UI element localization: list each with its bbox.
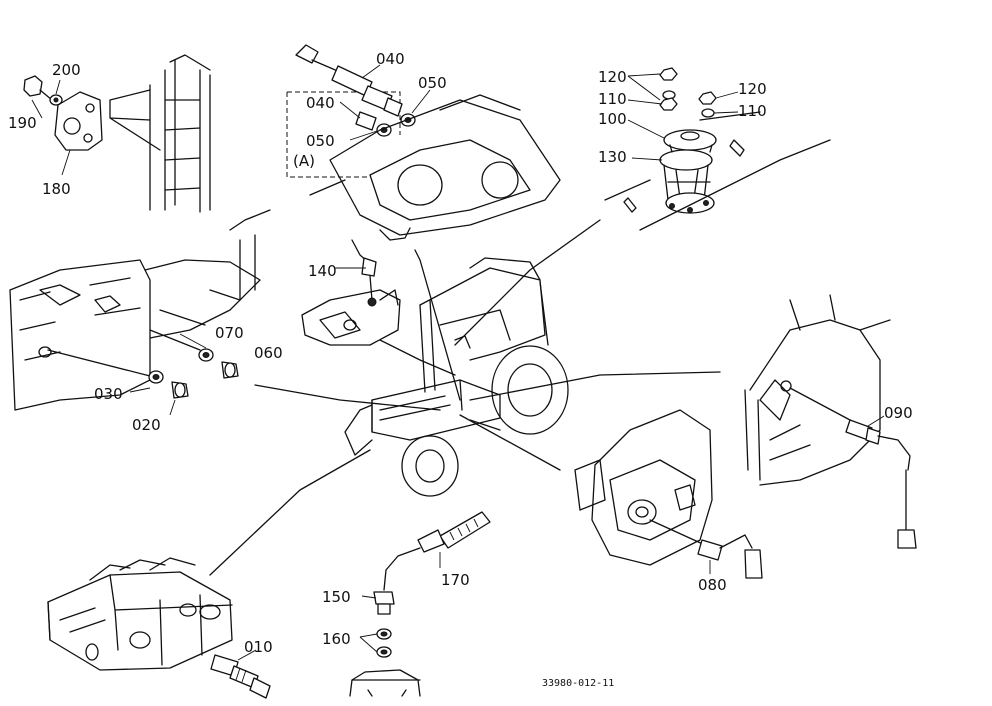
mount-bottom-center [349, 669, 421, 697]
label-030: 030 [94, 385, 123, 403]
housing-080 [574, 409, 713, 566]
nut-120-a [659, 67, 678, 81]
transmission-case [309, 94, 561, 241]
leader-lines [209, 219, 721, 576]
label-130: 130 [598, 148, 627, 166]
label-110-b: 110 [738, 102, 767, 120]
washer-110-a [659, 90, 678, 111]
tractor [344, 257, 569, 497]
label-100: 100 [598, 110, 627, 128]
label-170: 170 [441, 571, 470, 589]
washer-110-b [701, 108, 715, 118]
label-120-b: 120 [738, 80, 767, 98]
plug-060 [221, 361, 239, 379]
plug-040-a [355, 111, 377, 131]
sender-090 [845, 419, 917, 549]
label-180: 180 [42, 180, 71, 198]
label-050-top: 050 [418, 74, 447, 92]
label-group-a: (A) [293, 152, 315, 170]
bolt-190 [23, 75, 53, 101]
label-060: 060 [254, 344, 283, 362]
sensor-170 [417, 511, 491, 553]
washer-070 [198, 348, 214, 362]
washer-200 [49, 94, 63, 106]
washers-160 [376, 628, 392, 658]
engine-block-left [9, 209, 271, 411]
switch-assembly-130 [659, 149, 715, 214]
label-040-top: 040 [376, 50, 405, 68]
label-190: 190 [8, 114, 37, 132]
label-200: 200 [52, 61, 81, 79]
frame-top-left [109, 54, 211, 213]
bracket-180 [54, 91, 103, 151]
drawing-code: 33980-012-11 [542, 678, 614, 689]
switch-010 [210, 654, 271, 699]
sender-080 [697, 534, 763, 579]
label-040-a: 040 [306, 94, 335, 112]
sender-150 [373, 547, 421, 615]
switch-140 [351, 239, 377, 307]
label-080: 080 [698, 576, 727, 594]
label-010: 010 [244, 638, 273, 656]
label-090: 090 [884, 404, 913, 422]
label-020: 020 [132, 416, 161, 434]
engine-detail-center [301, 289, 401, 346]
group-a-box [286, 91, 401, 178]
plug-020 [171, 381, 189, 399]
label-120-a: 120 [598, 68, 627, 86]
valve-block [47, 557, 233, 671]
label-110-a: 110 [598, 90, 627, 108]
label-140: 140 [308, 262, 337, 280]
washer-030 [148, 370, 164, 384]
sender-040-top [295, 44, 403, 117]
frame-right [744, 294, 891, 486]
nut-120-b [698, 91, 717, 105]
label-160: 160 [322, 630, 351, 648]
pins [623, 139, 745, 213]
label-150: 150 [322, 588, 351, 606]
label-050-a: 050 [306, 132, 335, 150]
label-070: 070 [215, 324, 244, 342]
plate-100 [663, 129, 717, 153]
